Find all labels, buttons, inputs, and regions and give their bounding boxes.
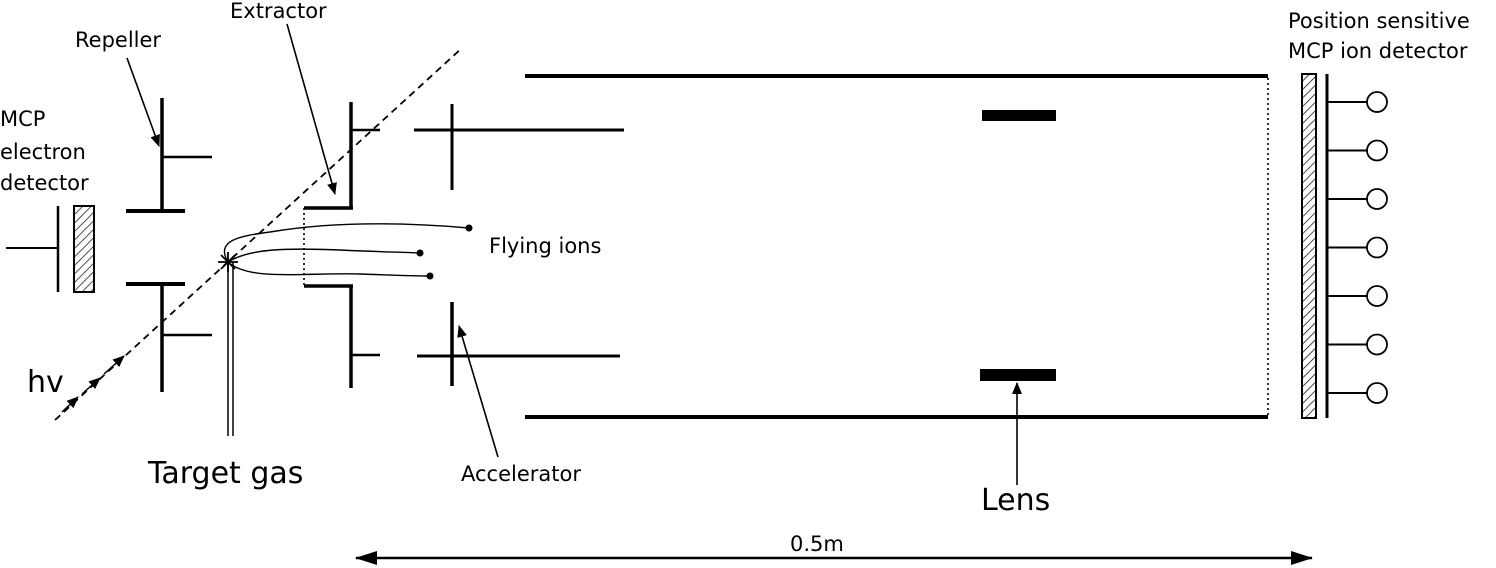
- ion-1: [465, 224, 473, 232]
- anode-pad: [1366, 236, 1388, 259]
- electron-detector-mcp-plate: [73, 205, 95, 293]
- anode-pad: [1366, 333, 1388, 356]
- anode-pad: [1366, 285, 1388, 307]
- mcp-electron-label-line1: MCP: [0, 107, 45, 131]
- repeller-pointer-arrow: [126, 57, 160, 147]
- length-label: 0.5m: [790, 532, 844, 556]
- ion-trajectories: [223, 223, 470, 277]
- anode-pads: [1327, 91, 1388, 404]
- anode-pad: [1366, 188, 1388, 210]
- extractor-electrode: [303, 102, 380, 388]
- ion-2: [416, 249, 424, 257]
- anode-pad: [1366, 91, 1388, 113]
- mcp-electron-label-line3: detector: [0, 171, 89, 195]
- ion-detector-label-line2: MCP ion detector: [1288, 39, 1468, 63]
- accelerator-label: Accelerator: [461, 462, 581, 486]
- lens-label: Lens: [981, 483, 1050, 518]
- position-sensitive-detector: [1301, 73, 1388, 419]
- lens-plates: [980, 110, 1056, 381]
- anode-pad: [1366, 382, 1388, 404]
- hv-label: hv: [27, 365, 64, 400]
- target-gas-label: Target gas: [147, 456, 303, 491]
- mcp-electron-detector: [6, 205, 95, 293]
- flying-ions-label: Flying ions: [489, 234, 601, 258]
- anode-pad: [1366, 139, 1388, 162]
- extractor-label: Extractor: [230, 0, 327, 23]
- ion-detector-label-line1: Position sensitive: [1288, 9, 1470, 33]
- drift-tube: [525, 74, 1269, 419]
- repeller-label: Repeller: [75, 28, 161, 52]
- ion-detector-mcp-plate: [1301, 73, 1317, 419]
- extractor-pointer-arrow: [286, 23, 337, 195]
- mcp-electron-label-line2: electron: [0, 140, 86, 164]
- ion-3: [426, 272, 434, 280]
- accelerator-pointer-arrow: [457, 325, 499, 458]
- repeller-electrode: [126, 98, 212, 392]
- target-gas-needle: [227, 262, 234, 436]
- photon-beam: [54, 47, 463, 421]
- accelerator-electrode: [414, 104, 624, 386]
